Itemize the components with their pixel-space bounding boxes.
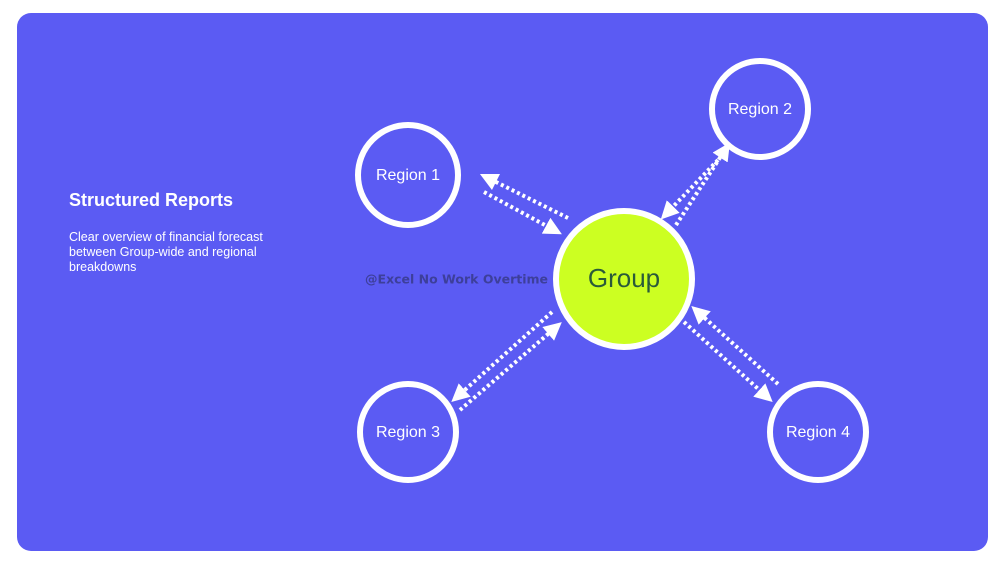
region-3-label: Region 3 bbox=[376, 424, 440, 441]
section-description: Clear overview of financial forecast bet… bbox=[69, 230, 263, 274]
arrow-region-3-to-group bbox=[458, 322, 562, 412]
region-2-label: Region 2 bbox=[728, 101, 792, 118]
arrow-group-to-region-4 bbox=[682, 320, 773, 403]
arrow-group-to-region-3 bbox=[451, 310, 554, 402]
region-4-label: Region 4 bbox=[786, 424, 850, 441]
region-1-node: Region 1 bbox=[355, 122, 461, 228]
arrow-group-to-region-1 bbox=[479, 173, 569, 220]
watermark: @Excel No Work Overtime bbox=[365, 272, 548, 287]
arrow-region-2-to-group bbox=[660, 158, 720, 220]
arrow-region-1-to-group bbox=[483, 190, 562, 235]
region-3-node: Region 3 bbox=[357, 381, 459, 483]
group-label: Group bbox=[588, 263, 660, 293]
group-node: Group bbox=[553, 208, 695, 350]
section-title: Structured Reports bbox=[69, 190, 234, 210]
slide-card bbox=[17, 13, 988, 551]
region-2-node: Region 2 bbox=[709, 58, 811, 160]
region-4-node: Region 4 bbox=[767, 381, 869, 483]
region-1-label: Region 1 bbox=[376, 167, 440, 184]
